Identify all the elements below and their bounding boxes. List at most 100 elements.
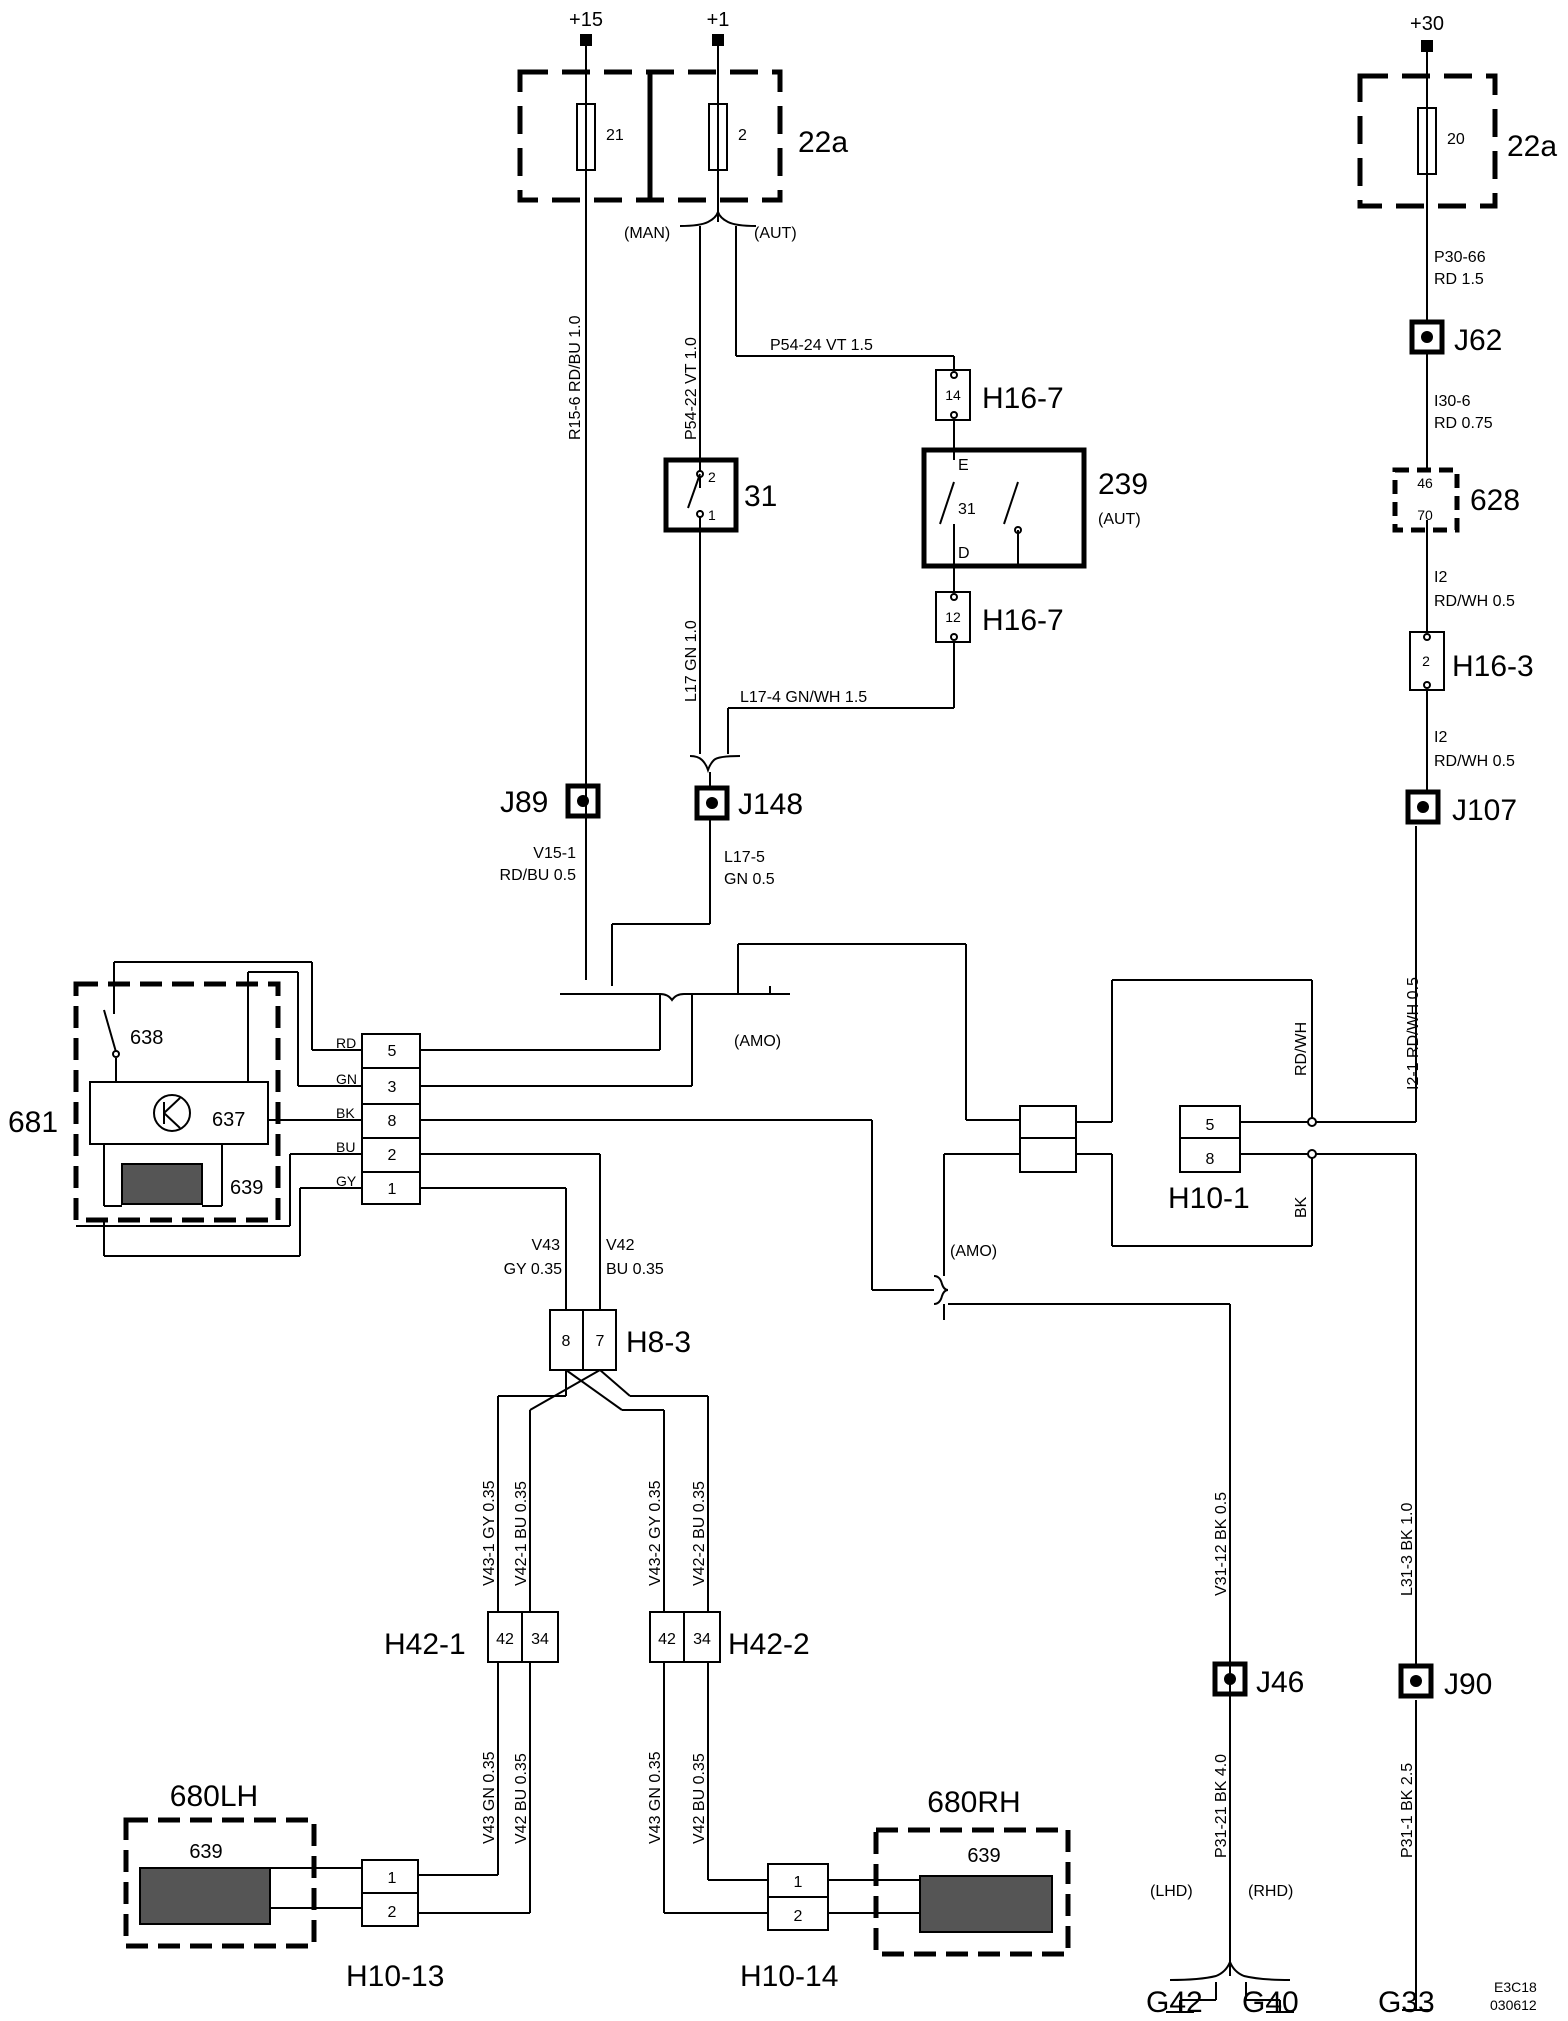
wire-labels-vertical: R15-6 RD/BU 1.0 P54-22 VT 1.0 L17 GN 1.0… <box>481 315 1422 1858</box>
supply-p30-label: +30 <box>1410 13 1444 35</box>
wire-p54-24: P54-24 VT 1.5 <box>770 337 873 354</box>
connector-h42-1: 42 34 H42-1 <box>384 1611 559 1663</box>
splice-j107-label: J107 <box>1452 794 1517 827</box>
switch-239-pin-d: D <box>958 545 970 562</box>
h10-13-pin-1: 1 <box>388 1870 397 1887</box>
component-680rh: 639 680RH <box>873 1786 1071 1957</box>
wire-v43: V43 <box>532 1237 561 1254</box>
wire-i2-1: I2-1 RD/WH 0.5 <box>1405 977 1422 1090</box>
ground-g42-label: G42 <box>1146 1986 1203 2016</box>
wire-v15-1-b: RD/BU 0.5 <box>500 867 577 884</box>
c680lh-639-label: 639 <box>189 1841 222 1863</box>
connector-681: 5 3 8 2 1 RD GN BK BU GY <box>336 1033 421 1205</box>
component-637-label: 637 <box>212 1109 245 1131</box>
c681-pin-8: 8 <box>388 1113 397 1130</box>
h10-1-pin-5: 5 <box>1206 1117 1215 1134</box>
component-639-label: 639 <box>230 1177 263 1199</box>
h10-13-pin-2: 2 <box>388 1904 397 1921</box>
splice-j62-label: J62 <box>1454 324 1502 357</box>
wire-p31-21: P31-21 BK 4.0 <box>1213 1754 1230 1858</box>
wire-v43-b: GY 0.35 <box>504 1261 563 1278</box>
label-lhd: (LHD) <box>1150 1883 1193 1900</box>
wire-v43-1: V43-1 GY 0.35 <box>481 1480 498 1586</box>
label-rhd: (RHD) <box>1248 1883 1293 1900</box>
footer-codes: E3C18 030612 <box>1490 1979 1537 2013</box>
splice-j46-label: J46 <box>1256 1666 1304 1699</box>
wire-i2-b: I2 <box>1434 729 1447 746</box>
h42-1-pin-42: 42 <box>496 1631 514 1648</box>
connector-h16-3: 2 H16-3 <box>1409 631 1534 691</box>
switch-31: 2 1 31 <box>663 457 777 533</box>
splice-j90-label: J90 <box>1444 1668 1492 1701</box>
component-628-label: 628 <box>1470 484 1520 517</box>
splice-j89-label: J89 <box>500 786 548 819</box>
switch-239-pin-e: E <box>958 457 969 474</box>
wire-v42-b: BU 0.35 <box>606 1261 664 1278</box>
wire-p31-1: P31-1 BK 2.5 <box>1399 1763 1416 1858</box>
footer-code-2: 030612 <box>1490 1997 1537 2013</box>
wire-labels-horizontal: P54-24 VT 1.5 L17-4 GN/WH 1.5 V15-1 RD/B… <box>500 249 1515 1278</box>
h42-1-label: H42-1 <box>384 1628 466 1661</box>
component-31-label: 31 <box>744 480 777 513</box>
component-681-label: 681 <box>8 1106 58 1139</box>
h16-7-bottom-pin: 12 <box>945 609 961 625</box>
h10-13-label: H10-13 <box>346 1960 444 1993</box>
h16-7-top-pin: 14 <box>945 387 961 403</box>
wire-v43-2: V43-2 GY 0.35 <box>647 1480 664 1586</box>
wire-l17: L17 GN 1.0 <box>683 620 700 702</box>
connector-h16-7-bottom: 12 H16-7 <box>935 591 1064 643</box>
c681-color-gy: GY <box>336 1173 357 1189</box>
label-man: (MAN) <box>624 225 670 242</box>
h16-7-bottom-label: H16-7 <box>982 604 1064 637</box>
wire-bk: BK <box>1293 1196 1310 1218</box>
connector-h16-7-top: 14 H16-7 <box>935 369 1064 421</box>
wire-v42: V42 <box>606 1237 635 1254</box>
c681-pin-5: 5 <box>388 1043 397 1060</box>
h10-14-label: H10-14 <box>740 1960 838 1993</box>
wire-v15-1: V15-1 <box>533 845 576 862</box>
wire-v42-bu-left: V42 BU 0.35 <box>513 1753 530 1844</box>
c681-pin-1: 1 <box>388 1181 397 1198</box>
c681-color-bu: BU <box>336 1139 355 1155</box>
splices: J89 J148 J62 J107 J46 J90 <box>500 319 1517 1701</box>
footer-code-1: E3C18 <box>1494 1979 1537 1995</box>
connector-h10-1: 5 8 H10-1 <box>1019 1105 1250 1215</box>
wire-v42-2: V42-2 BU 0.35 <box>691 1481 708 1586</box>
wire-l17-5-b: GN 0.5 <box>724 871 775 888</box>
wire-v31-12: V31-12 BK 0.5 <box>1213 1492 1230 1596</box>
wire-r15-6: R15-6 RD/BU 1.0 <box>567 315 584 440</box>
fusebox-right-label: 22a <box>1507 130 1557 163</box>
c681-color-gn: GN <box>336 1071 357 1087</box>
connector-h8-3: 8 7 H8-3 <box>549 1309 691 1371</box>
h42-2-label: H42-2 <box>728 1628 810 1661</box>
connector-h42-2: 42 34 H42-2 <box>649 1611 810 1663</box>
wires-main <box>270 46 1428 2012</box>
h8-3-pin-7: 7 <box>596 1333 605 1350</box>
h42-2-pin-42: 42 <box>658 1631 676 1648</box>
fuse-20-label: 20 <box>1447 131 1465 148</box>
wire-l17-4: L17-4 GN/WH 1.5 <box>740 689 867 706</box>
component-681: 638 637 639 681 <box>8 961 362 1257</box>
wire-v43-gn-right: V43 GN 0.35 <box>647 1751 664 1844</box>
label-amo-bottom: (AMO) <box>950 1243 997 1260</box>
wire-l17-5: L17-5 <box>724 849 765 866</box>
h10-14-pin-1: 1 <box>794 1874 803 1891</box>
supply-p1-label: +1 <box>707 9 730 31</box>
c628-pin-70: 70 <box>1417 507 1433 523</box>
wire-i2-b-b: RD/WH 0.5 <box>1434 753 1515 770</box>
c681-color-bk: BK <box>336 1105 355 1121</box>
label-amo-top: (AMO) <box>734 1033 781 1050</box>
h10-1-label: H10-1 <box>1168 1182 1250 1215</box>
fuse-2-label: 2 <box>738 127 747 144</box>
component-680lh-label: 680LH <box>170 1780 258 1813</box>
c681-color-rd: RD <box>336 1035 356 1051</box>
branch-labels: (MAN) (AUT) (AMO) (AMO) (LHD) (RHD) <box>624 225 1293 1900</box>
switch-239: E 31 D 239 (AUT) <box>921 447 1148 569</box>
component-239-sub: (AUT) <box>1098 511 1141 528</box>
h16-3-label: H16-3 <box>1452 650 1534 683</box>
wire-p54-22: P54-22 VT 1.0 <box>683 337 700 440</box>
h8-3-label: H8-3 <box>626 1326 691 1359</box>
wire-rdwh: RD/WH <box>1293 1022 1310 1076</box>
supply-terminals: +15 +1 +30 <box>569 9 1444 52</box>
h42-2-pin-34: 34 <box>693 1631 711 1648</box>
